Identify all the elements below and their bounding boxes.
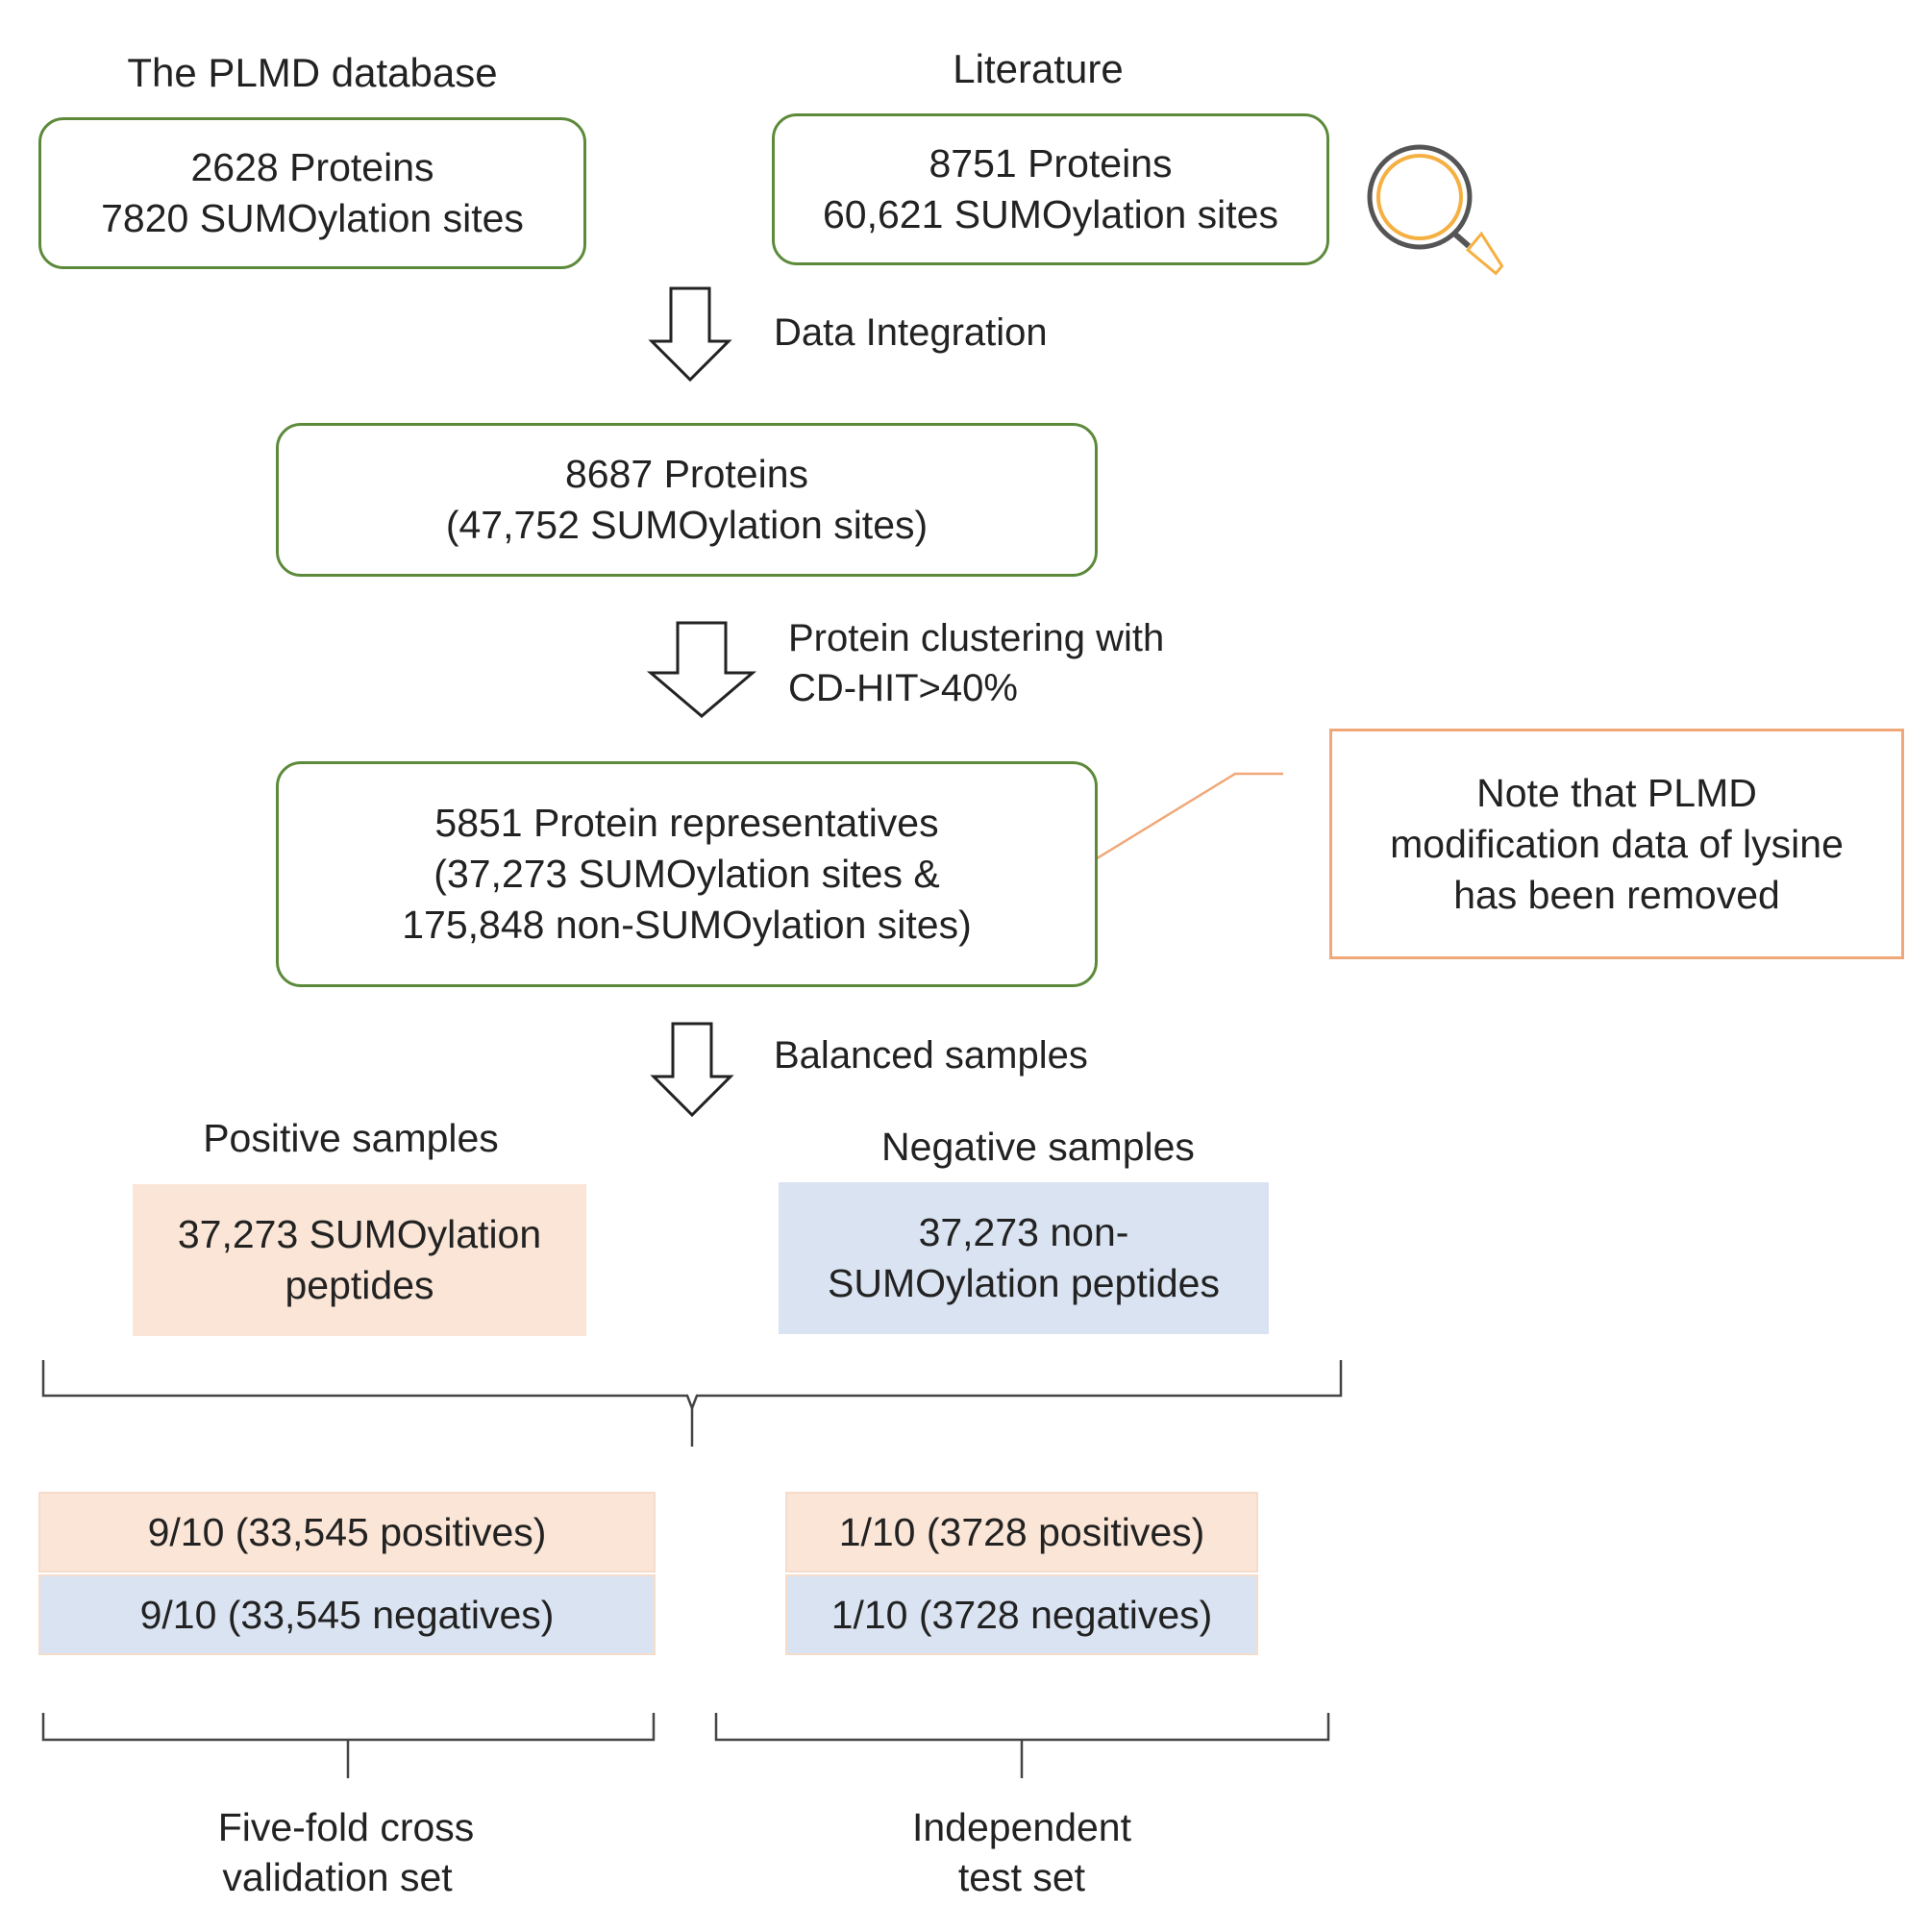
note-line-2: modification data of lysine [1390, 821, 1844, 866]
integrated-box: 8687 Proteins (47,752 SUMOylation sites) [276, 423, 1098, 577]
positive-samples-line-2: peptides [285, 1263, 434, 1307]
train-positives-cell: 9/10 (33,545 positives) [38, 1492, 656, 1573]
arrow-down-icon [648, 286, 732, 383]
test-brace [714, 1713, 1330, 1742]
cross-validation-line-1: Five-fold cross [217, 1805, 475, 1849]
integrated-sites: (47,752 SUMOylation sites) [445, 503, 929, 547]
train-negatives-cell: 9/10 (33,545 negatives) [38, 1574, 656, 1655]
arrow-down-icon [650, 1022, 734, 1118]
independent-test-label: Independent test set [733, 1802, 1310, 1902]
representatives-box: 5851 Protein representatives (37,273 SUM… [276, 761, 1098, 987]
note-line-3: has been removed [1453, 872, 1780, 917]
literature-title: Literature [953, 46, 1124, 91]
positive-samples-line-1: 37,273 SUMOylation [177, 1212, 542, 1256]
independent-test-line-2: test set [957, 1855, 1086, 1899]
negative-samples-box: 37,273 non- SUMOylation peptides [779, 1182, 1269, 1334]
note-line-1: Note that PLMD [1476, 770, 1757, 815]
test-negatives-cell: 1/10 (3728 negatives) [785, 1574, 1258, 1655]
negative-samples-title: Negative samples [881, 1125, 1195, 1169]
clustering-line-1: Protein clustering with [788, 617, 1165, 659]
negative-samples-line-1: 37,273 non- [918, 1210, 1129, 1254]
plmd-sites: 7820 SUMOylation sites [101, 196, 524, 240]
step-data-integration: Data Integration [774, 311, 1048, 354]
step-clustering: Protein clustering with CD-HIT>40% [788, 613, 1164, 713]
plmd-box: 2628 Proteins 7820 SUMOylation sites [38, 117, 586, 269]
test-positives-cell: 1/10 (3728 positives) [785, 1492, 1258, 1573]
integrated-proteins: 8687 Proteins [564, 452, 808, 496]
cross-validation-label: Five-fold cross validation set [58, 1802, 634, 1902]
note-box: Note that PLMD modification data of lysi… [1329, 729, 1904, 959]
magnifier-icon [1367, 144, 1504, 276]
step-balanced-samples: Balanced samples [774, 1034, 1088, 1077]
positive-samples-box: 37,273 SUMOylation peptides [133, 1184, 586, 1336]
cross-validation-line-2: validation set [222, 1855, 453, 1899]
clustering-line-2: CD-HIT>40% [788, 667, 1018, 709]
samples-brace [41, 1360, 1343, 1412]
negative-samples-line-2: SUMOylation peptides [828, 1261, 1220, 1305]
literature-sites: 60,621 SUMOylation sites [822, 192, 1278, 236]
representatives-line-2: (37,273 SUMOylation sites & [433, 852, 940, 896]
positive-samples-title: Positive samples [203, 1116, 499, 1160]
representatives-line-1: 5851 Protein representatives [434, 801, 939, 845]
literature-box: 8751 Proteins 60,621 SUMOylation sites [772, 113, 1329, 265]
arrow-down-icon [646, 621, 757, 718]
plmd-proteins: 2628 Proteins [190, 145, 434, 189]
representatives-line-3: 175,848 non-SUMOylation sites) [402, 903, 972, 947]
train-brace [41, 1713, 656, 1742]
independent-test-line-1: Independent [911, 1805, 1131, 1849]
plmd-title: The PLMD database [127, 50, 498, 95]
literature-proteins: 8751 Proteins [929, 141, 1173, 186]
